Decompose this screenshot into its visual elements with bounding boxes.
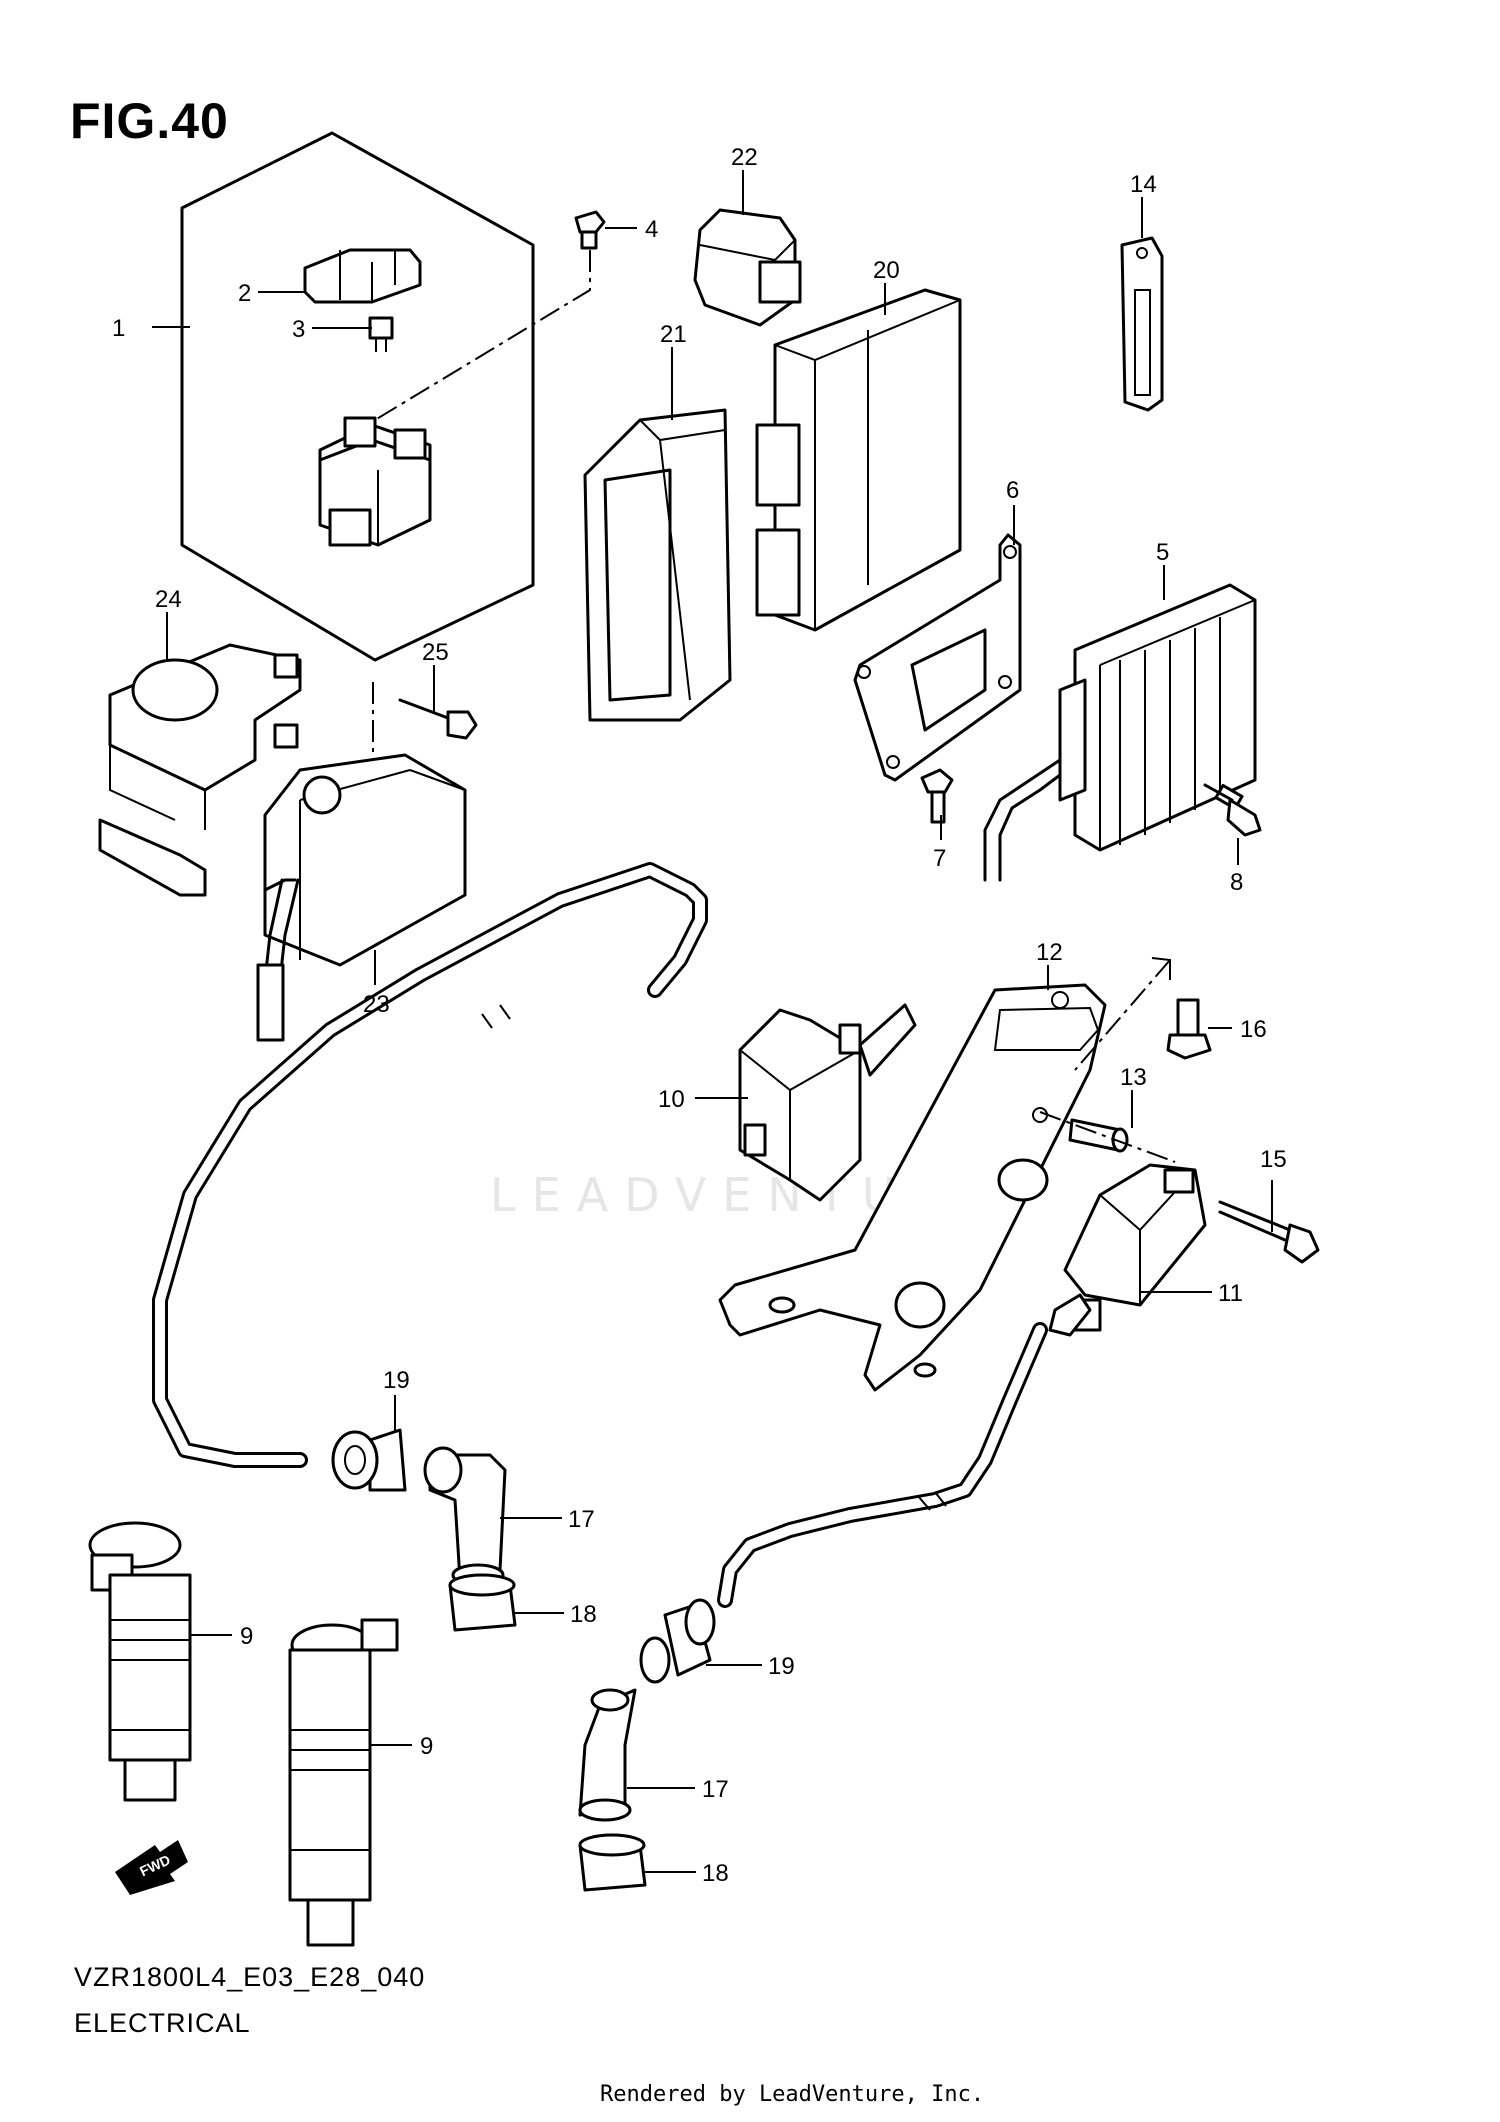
ignition-coil-10 [738, 1003, 917, 1202]
callout-1: 1 [112, 315, 190, 342]
svg-text:6: 6 [1006, 477, 1019, 504]
svg-text:1: 1 [112, 315, 125, 342]
svg-text:9: 9 [240, 1623, 253, 1650]
svg-text:19: 19 [768, 1653, 795, 1680]
bracket-6 [853, 533, 1022, 782]
callout-16: 16 [1208, 1016, 1267, 1043]
callout-15: 15 [1260, 1146, 1287, 1232]
relay-group-outline [180, 131, 535, 662]
callout-19-upper: 19 [383, 1367, 410, 1432]
svg-text:19: 19 [383, 1367, 410, 1394]
svg-text:22: 22 [731, 144, 758, 171]
callout-17-upper: 17 [500, 1506, 595, 1533]
ecm-20 [755, 288, 962, 632]
svg-text:17: 17 [702, 1776, 729, 1803]
callout-22: 22 [731, 144, 758, 215]
callout-9-right: 9 [370, 1733, 433, 1760]
svg-text:17: 17 [568, 1506, 595, 1533]
callout-21: 21 [660, 321, 687, 420]
svg-text:21: 21 [660, 321, 687, 348]
svg-text:15: 15 [1260, 1146, 1287, 1173]
svg-text:24: 24 [155, 586, 182, 613]
callout-9-left: 9 [190, 1623, 253, 1650]
svg-text:10: 10 [658, 1086, 685, 1113]
svg-text:3: 3 [292, 316, 305, 343]
render-credit: Rendered by LeadVenture, Inc. [600, 2082, 985, 2107]
callout-23: 23 [363, 950, 390, 1018]
svg-text:9: 9 [420, 1733, 433, 1760]
seal-19-lower [639, 1598, 716, 1684]
control-unit-23 [256, 753, 467, 1042]
svg-text:2: 2 [238, 280, 251, 307]
svg-text:23: 23 [363, 991, 390, 1018]
callout-18-lower: 18 [645, 1860, 729, 1887]
svg-text:18: 18 [570, 1601, 597, 1628]
callout-25: 25 [422, 639, 449, 712]
relay-cover [303, 248, 422, 304]
coil-bracket-12 [718, 983, 1107, 1392]
svg-text:13: 13 [1120, 1064, 1147, 1091]
connector-22 [693, 208, 802, 327]
section-name: ELECTRICAL [74, 2008, 251, 2038]
callout-3: 3 [292, 316, 372, 343]
svg-text:25: 25 [422, 639, 449, 666]
callout-14: 14 [1130, 171, 1157, 238]
screw-4 [574, 210, 606, 250]
svg-text:4: 4 [645, 216, 658, 243]
starter-relay [318, 416, 432, 547]
ignition-coil-11 [1048, 1163, 1207, 1337]
callout-24: 24 [155, 586, 182, 660]
svg-text:14: 14 [1130, 171, 1157, 198]
svg-text:8: 8 [1230, 869, 1243, 896]
fuse [368, 316, 394, 352]
bracket-24 [98, 643, 302, 897]
callout-13: 13 [1120, 1064, 1147, 1128]
boot-18-upper [448, 1573, 517, 1632]
strap-14 [1120, 236, 1164, 412]
svg-text:7: 7 [933, 845, 946, 872]
bolt-8 [1203, 783, 1262, 837]
callout-4: 4 [605, 216, 658, 243]
boot-18-lower [578, 1833, 647, 1892]
fwd-arrow-icon: FWD [115, 1840, 188, 1895]
regulator-5 [983, 583, 1257, 882]
callout-18-upper: 18 [515, 1601, 597, 1628]
callout-7: 7 [933, 815, 946, 872]
bolt-7 [920, 768, 954, 824]
svg-text:16: 16 [1240, 1016, 1267, 1043]
seal-19-upper [331, 1428, 407, 1492]
callout-19-lower: 19 [706, 1653, 795, 1680]
stick-coil-9-left [88, 1521, 192, 1802]
callout-6: 6 [1006, 477, 1019, 545]
spacer-13 [1068, 1118, 1129, 1153]
svg-text:11: 11 [1218, 1280, 1243, 1307]
stick-coil-9-right [288, 1618, 399, 1947]
plug-cap-17-upper [423, 1446, 507, 1587]
callout-20: 20 [873, 257, 900, 315]
callout-17-lower: 17 [627, 1776, 729, 1803]
callout-2: 2 [238, 280, 305, 307]
callout-8: 8 [1230, 838, 1243, 896]
bolt-25 [398, 698, 478, 740]
callout-10: 10 [658, 1086, 748, 1113]
callout-12: 12 [1036, 939, 1063, 990]
callout-5: 5 [1156, 539, 1169, 600]
svg-text:18: 18 [702, 1860, 729, 1887]
plug-cap-17-lower [578, 1688, 637, 1822]
bolt-15 [1218, 1200, 1320, 1264]
bolt-16 [1166, 998, 1212, 1060]
figure-title: FIG.40 [70, 93, 229, 149]
svg-text:12: 12 [1036, 939, 1063, 966]
svg-text:5: 5 [1156, 539, 1169, 566]
svg-text:20: 20 [873, 257, 900, 284]
ecm-case-21 [583, 408, 732, 722]
callout-11: 11 [1140, 1280, 1243, 1307]
model-code: VZR1800L4_E03_E28_040 [74, 1962, 426, 1992]
